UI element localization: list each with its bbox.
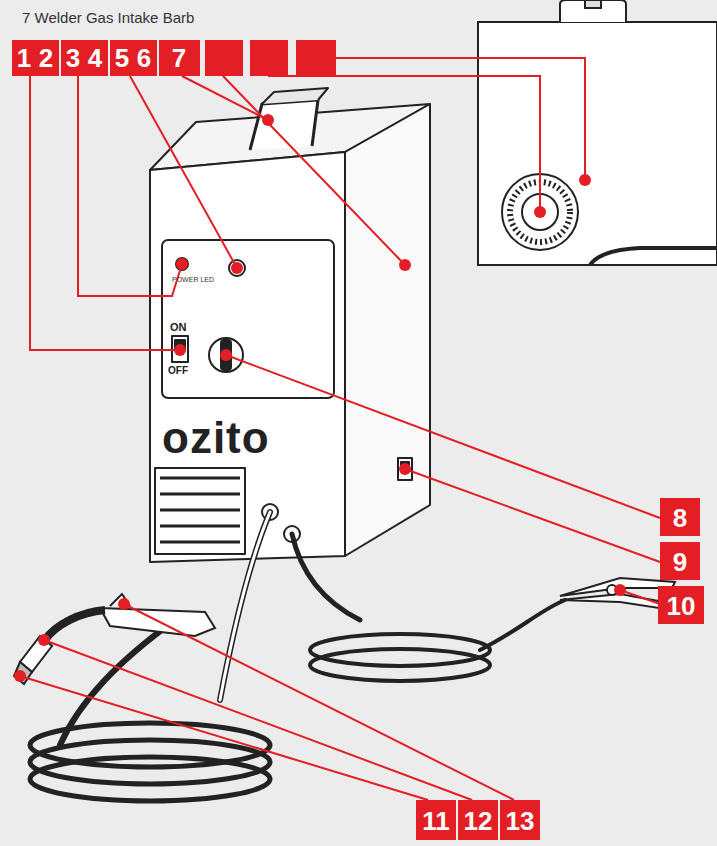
brand-logo: ozito (162, 416, 270, 460)
cables (30, 512, 565, 801)
rear-handle-slot (585, 0, 601, 8)
leader-dot (220, 349, 232, 361)
leader-line (124, 604, 514, 800)
header-note: 7 Welder Gas Intake Barb (22, 10, 194, 25)
leader-dot (534, 206, 546, 218)
leader-line (223, 76, 405, 265)
callout-number: 9 (673, 549, 687, 575)
leader-dot (14, 670, 26, 682)
callout-box (61, 40, 108, 76)
leader-line (130, 76, 237, 268)
callout-number: 3 (66, 45, 80, 71)
callout-number: 11 (422, 808, 450, 834)
callout-number: 7 (172, 45, 186, 71)
leader-line (405, 469, 660, 562)
leader-line (30, 76, 180, 350)
main-unit (150, 88, 430, 562)
switch-label: OFF (168, 366, 188, 376)
leader-dot (174, 344, 186, 356)
vent-slats (160, 478, 240, 542)
panel-label: POWER LED (172, 276, 214, 283)
leader-line (20, 676, 428, 800)
callout-number: 1 (17, 45, 31, 71)
clamp-jaw-upper (560, 578, 675, 596)
leader-line (78, 76, 182, 296)
callout-number: 10 (667, 593, 696, 619)
leader-line (268, 76, 540, 212)
leader-dot (614, 584, 626, 596)
callout-number: 13 (506, 808, 535, 834)
earth-clamp (560, 578, 675, 610)
torch-coil (30, 757, 270, 801)
callout-number: 8 (673, 505, 687, 531)
side-switch (398, 458, 412, 480)
leader-dot (118, 598, 130, 610)
callout-box (250, 40, 288, 76)
leader-line (620, 590, 660, 604)
leader-lines (20, 58, 660, 800)
callout-boxes (12, 40, 704, 840)
callout-box (660, 542, 700, 580)
contact-tip (14, 662, 32, 684)
callout-box (205, 40, 243, 76)
leader-dot (579, 174, 591, 186)
leader-dot (399, 259, 411, 271)
earth-lead (480, 600, 565, 650)
mig-torch (14, 594, 215, 684)
leader-dot (399, 463, 411, 475)
callout-number: 4 (88, 45, 102, 71)
leader-dot (231, 262, 243, 274)
callout-box (458, 800, 498, 840)
leader-dot (262, 114, 274, 126)
wire-speed-knob (229, 260, 245, 276)
callout-box (500, 800, 540, 840)
front-face (150, 152, 345, 562)
callout-box (12, 40, 59, 76)
clamp-jaw-lower (560, 594, 675, 610)
leader-line (336, 58, 585, 180)
side-face (345, 104, 430, 556)
rear-view-unit (478, 0, 717, 265)
rear-handle (560, 0, 626, 22)
leader-dot (176, 258, 188, 270)
on-off-switch (172, 336, 188, 362)
switch-label: ON (170, 322, 187, 333)
callout-box (658, 586, 704, 624)
torch-cable (220, 512, 270, 700)
vent-area (155, 468, 245, 554)
callout-box (110, 40, 157, 76)
handle-top (262, 88, 328, 104)
power-dial (209, 338, 243, 372)
leader-dots (14, 114, 626, 682)
dial-grip (221, 340, 231, 370)
torch-handle (100, 608, 215, 636)
torch-neck (45, 610, 105, 640)
earth-cable (292, 534, 360, 620)
callout-number: 2 (39, 45, 53, 71)
leader-line (182, 76, 268, 120)
callout-box (159, 40, 200, 76)
leader-line (44, 640, 472, 800)
callout-number: 5 (115, 45, 129, 71)
callout-box (416, 800, 456, 840)
callout-box (660, 498, 700, 536)
torch-cable-inner (220, 512, 270, 700)
leader-dot (38, 634, 50, 646)
callout-number: 12 (464, 808, 493, 834)
leader-line (226, 355, 660, 518)
carry-handle (250, 100, 318, 150)
callout-box (296, 40, 336, 76)
power-led (176, 258, 188, 270)
callout-number: 6 (137, 45, 151, 71)
control-panel (162, 240, 334, 398)
earth-coil (310, 649, 490, 681)
power-cord (590, 248, 717, 265)
